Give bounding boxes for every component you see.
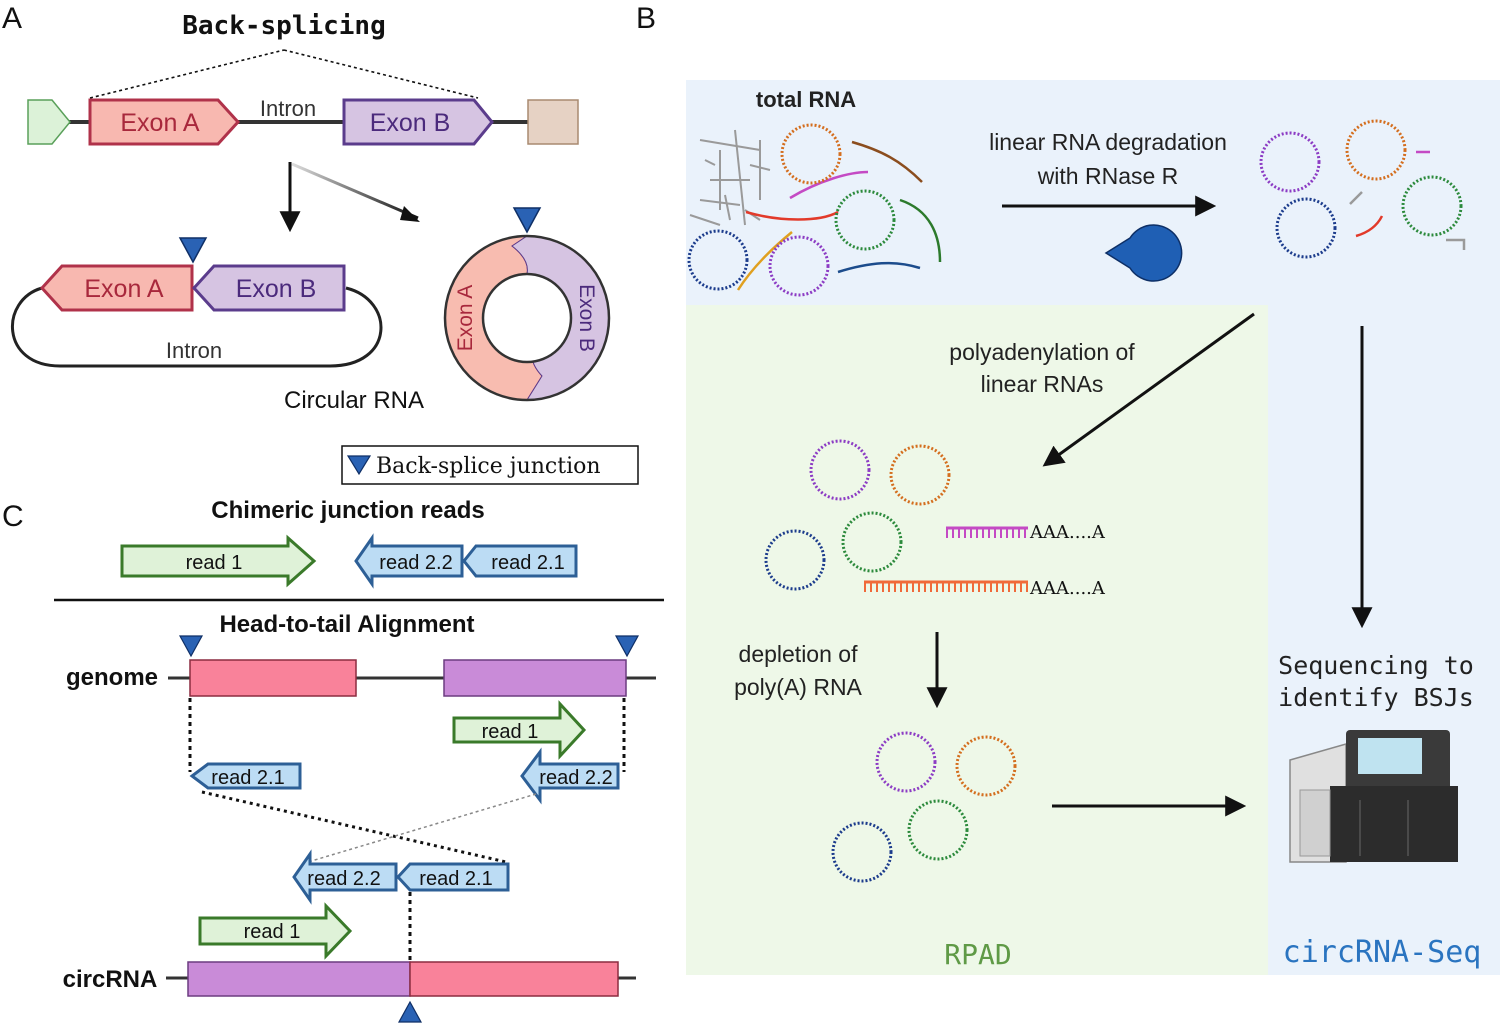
circrna-label: circRNA	[63, 966, 158, 993]
intron-label: Intron	[260, 96, 316, 121]
chimeric-title: Chimeric junction reads	[211, 497, 484, 524]
degradation-line1: linear RNA degradation	[989, 129, 1227, 155]
ring-exon-b-label: Exon B	[575, 284, 598, 352]
panel-a: Back-splicing Exon A Intron Exon B Exon …	[11, 11, 639, 485]
lariat-bsj-marker	[178, 237, 208, 264]
polya-line1: polyadenylation of	[949, 339, 1135, 365]
panel-c: Chimeric junction reads read 1 read 2.2 …	[54, 497, 664, 1023]
arrow-to-circle	[291, 162, 419, 220]
genome-exon-pink	[189, 659, 357, 697]
rnase-r-pacman-icon	[1104, 224, 1183, 282]
panel-label-b: B	[636, 2, 656, 35]
circrna-seq-label: circRNA-Seq	[1283, 935, 1482, 970]
chimeric-read21	[462, 544, 578, 578]
ring-bsj-marker	[512, 207, 542, 234]
depletion-line2: poly(A) RNA	[734, 674, 862, 700]
arrow-to-circle-head	[400, 206, 420, 222]
chimeric-read22	[354, 533, 464, 589]
chimeric-read21-label: read 2.1	[491, 552, 564, 574]
upstream-exon-block	[27, 99, 71, 145]
genome-label: genome	[66, 664, 158, 691]
genome-read1	[452, 700, 587, 760]
genome-read1-label: read 1	[482, 721, 539, 743]
circular-rna-caption: Circular RNA	[284, 387, 424, 414]
post-rnase-circles	[1259, 119, 1463, 259]
circrna-read1	[198, 902, 353, 960]
guide-read21-cross	[201, 790, 507, 864]
genome-bsj-marker-left	[178, 635, 204, 658]
panel-label-a: A	[2, 2, 22, 35]
back-splicing-title: Back-splicing	[182, 11, 386, 41]
polya-tail-purple: AAA....A	[1029, 522, 1106, 543]
panel-b: total RNA linear RNA degradation with RN…	[686, 80, 1500, 975]
guide-read22-cross	[307, 793, 537, 863]
polya-line2: linear RNAs	[981, 371, 1104, 397]
genome-read21	[189, 762, 302, 790]
alignment-title: Head-to-tail Alignment	[219, 611, 474, 638]
polya-strand-orange	[864, 580, 1028, 592]
legend-label: Back-splice junction	[376, 454, 601, 479]
rna-fragments	[1349, 150, 1466, 250]
polya-arrow	[1042, 312, 1255, 467]
circrna-exon-purple	[187, 961, 411, 997]
rpad-label: RPAD	[944, 938, 1011, 971]
exon-a-box	[88, 98, 241, 146]
lariat-exon-b	[191, 264, 346, 312]
genome-read21-label: read 2.1	[211, 767, 284, 789]
dotted-guide-left	[89, 49, 285, 99]
ring-outline	[443, 234, 611, 402]
panel-b-blue-bg	[686, 80, 1500, 975]
lariat-exon-a	[39, 264, 194, 312]
polya-stage-circles	[764, 439, 951, 591]
ring-hole	[481, 272, 573, 364]
legend-box	[341, 445, 639, 485]
aligned-read21	[395, 862, 510, 892]
genome-read22-label: read 2.2	[539, 767, 612, 789]
total-rna-label: total RNA	[756, 87, 856, 112]
total-rna-circles	[687, 123, 896, 297]
aligned-read22-label: read 2.2	[307, 868, 380, 890]
dotted-guide-right	[283, 49, 479, 99]
aligned-read21-label: read 2.1	[419, 868, 492, 890]
downstream-exon-block	[527, 99, 579, 145]
panel-label-c: C	[2, 500, 24, 533]
degradation-line2: with RNase R	[1037, 163, 1179, 189]
sequencer-icon	[1289, 730, 1458, 863]
genome-bsj-marker-right	[614, 635, 640, 658]
lariat-intron-label: Intron	[166, 338, 222, 363]
circrna-bsj-marker	[397, 1000, 423, 1023]
genome-exon-purple	[443, 659, 627, 697]
aligned-read22	[292, 849, 398, 905]
linear-rna-strands	[736, 140, 942, 291]
lariat-exon-a-label: Exon A	[84, 275, 164, 303]
chimeric-read1	[120, 534, 317, 588]
sequencing-line2: identify BSJs	[1278, 683, 1474, 712]
depletion-line1: depletion of	[739, 641, 859, 667]
sequencing-line1: Sequencing to	[1278, 651, 1474, 680]
chimeric-read1-label: read 1	[186, 552, 243, 574]
legend-marker	[346, 455, 372, 476]
exon-b-box	[342, 98, 494, 146]
genome-read22	[520, 747, 620, 805]
circrna-exon-pink	[409, 961, 619, 997]
lariat-exon-b-label: Exon B	[236, 275, 317, 303]
intron-loop	[11, 286, 383, 368]
polya-tail-orange: AAA....A	[1029, 578, 1106, 599]
circrna-read1-label: read 1	[244, 921, 301, 943]
exon-b-label: Exon B	[370, 109, 451, 137]
chimeric-read22-label: read 2.2	[379, 552, 452, 574]
polya-strand-purple	[946, 526, 1028, 538]
panel-b-green-bg	[686, 305, 1268, 975]
ring-exon-a-label: Exon A	[454, 285, 477, 352]
rpad-circles	[831, 731, 1017, 883]
exon-a-label: Exon A	[120, 109, 200, 137]
